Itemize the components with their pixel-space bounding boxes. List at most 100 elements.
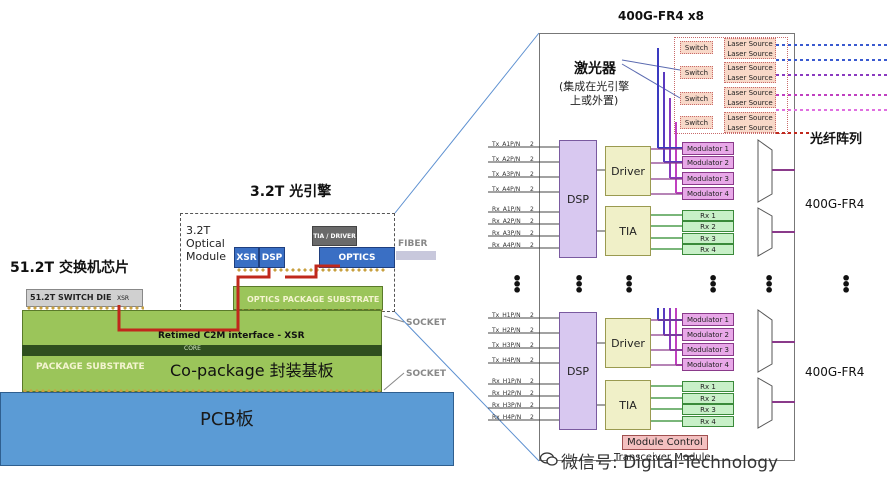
rx-2-lower: Rx 2 xyxy=(682,393,734,404)
modulator-2-upper: Modulator 2 xyxy=(682,156,734,169)
tx-a4-label: Tx_A4P/N xyxy=(492,186,521,193)
switch-die-label: 51.2T SWITCH DIE xyxy=(30,293,112,302)
wechat-icon xyxy=(540,452,558,466)
rx-h2-label: Rx_H2P/N xyxy=(492,390,522,397)
socket-bottom-label: SOCKET xyxy=(406,369,446,379)
rx-3-lower: Rx 3 xyxy=(682,404,734,415)
modulator-1-lower: Modulator 1 xyxy=(682,313,734,326)
bus-count: 2 xyxy=(530,206,534,213)
bus-count: 2 xyxy=(530,357,534,364)
pcb-label: PCB板 xyxy=(200,409,254,430)
bus-count: 2 xyxy=(530,342,534,349)
module-control-label: Module Control xyxy=(627,437,703,448)
fr4-x8-header: 400G-FR4 x8 xyxy=(618,9,704,23)
chip-xsr: XSR xyxy=(234,247,259,268)
ellipsis-dots: ••• xyxy=(708,269,719,300)
bus-count: 2 xyxy=(530,312,534,319)
tx-h2-label: Tx_H2P/N xyxy=(492,327,521,334)
rx-2-upper: Rx 2 xyxy=(682,221,734,232)
laser-source-box: Laser Source Laser Source xyxy=(724,87,776,108)
laser-source-box: Laser Source Laser Source xyxy=(724,38,776,59)
switch-box: Switch xyxy=(680,92,713,105)
core-layer xyxy=(22,345,382,356)
laser-note: (集成在光引擎 上或外置) xyxy=(559,80,630,107)
tx-a1-label: Tx_A1P/N xyxy=(492,141,521,148)
ellipsis-dots: ••• xyxy=(512,269,523,300)
rx-a4-label: Rx_A4P/N xyxy=(492,242,521,249)
modulator-4-lower: Modulator 4 xyxy=(682,358,734,371)
switch-bumps xyxy=(26,306,144,310)
switch-box: Switch xyxy=(680,41,713,54)
bus-count: 2 xyxy=(530,156,534,163)
modulator-4-upper: Modulator 4 xyxy=(682,187,734,200)
tx-a3-label: Tx_A3P/N xyxy=(492,171,521,178)
bus-count: 2 xyxy=(530,171,534,178)
bus-count: 2 xyxy=(530,218,534,225)
laser-source-region xyxy=(674,37,788,134)
tx-a2-label: Tx_A2P/N xyxy=(492,156,521,163)
watermark-text: 微信号: Digital-Technology xyxy=(561,453,779,473)
rx-h1-label: Rx_H1P/N xyxy=(492,378,522,385)
modulator-3-lower: Modulator 3 xyxy=(682,343,734,356)
chip-optics: OPTICS xyxy=(319,247,395,268)
tia-upper: TIA xyxy=(605,206,651,256)
switch-box: Switch xyxy=(680,66,713,79)
tx-h4-label: Tx_H4P/N xyxy=(492,357,521,364)
ellipsis-dots: ••• xyxy=(841,269,852,300)
optics-substrate-label: OPTICS PACKAGE SUBSTRATE xyxy=(247,295,380,304)
laser-source-box: Laser Source Laser Source xyxy=(724,112,776,133)
dsp-upper: DSP xyxy=(559,140,597,258)
bus-count: 2 xyxy=(530,186,534,193)
tx-h3-label: Tx_H3P/N xyxy=(492,342,521,349)
rx-a1-label: Rx_A1P/N xyxy=(492,206,521,213)
transceiver-module-label: Transceiver Module xyxy=(614,452,711,463)
switch-die-xsr-label: XSR xyxy=(117,295,130,302)
socket-top-label: SOCKET xyxy=(406,318,446,328)
c2m-interface-label: Retimed C2M interface - XSR xyxy=(158,331,305,341)
rx-1-lower: Rx 1 xyxy=(682,381,734,392)
bus-count: 2 xyxy=(530,390,534,397)
fr4-bottom-label: 400G-FR4 xyxy=(805,365,865,379)
rx-3-upper: Rx 3 xyxy=(682,233,734,244)
c2m-trace xyxy=(117,264,340,332)
socket-bumps xyxy=(22,389,382,393)
transceiver-panel xyxy=(539,33,795,461)
optics-bumps xyxy=(236,268,386,272)
core-label: CORE xyxy=(184,345,201,352)
fiber-strip xyxy=(396,251,436,260)
bus-count: 2 xyxy=(530,141,534,148)
module-control-box: Module Control xyxy=(622,435,708,450)
bus-count: 2 xyxy=(530,242,534,249)
rx-4-upper: Rx 4 xyxy=(682,244,734,255)
tx-h1-label: Tx_H1P/N xyxy=(492,312,521,319)
ellipsis-dots: ••• xyxy=(574,269,585,300)
modulator-2-lower: Modulator 2 xyxy=(682,328,734,341)
rx-a3-label: Rx_A3P/N xyxy=(492,230,521,237)
driver-lower: Driver xyxy=(605,318,651,368)
ellipsis-dots: ••• xyxy=(764,269,775,300)
fr4-top-label: 400G-FR4 xyxy=(805,197,865,211)
bus-count: 2 xyxy=(530,230,534,237)
pcb-board xyxy=(0,392,454,466)
switch-chip-title: 51.2T 交换机芯片 xyxy=(10,260,129,276)
fiber-label: FIBER xyxy=(398,239,428,249)
bus-count: 2 xyxy=(530,402,534,409)
rx-4-lower: Rx 4 xyxy=(682,416,734,427)
chip-dsp: DSP xyxy=(259,247,285,268)
ellipsis-dots: ••• xyxy=(624,269,635,300)
package-substrate-label: PACKAGE SUBSTRATE xyxy=(36,362,145,372)
optical-module-label: 3.2T Optical Module xyxy=(186,224,226,263)
rx-1-upper: Rx 1 xyxy=(682,210,734,221)
optical-engine-title: 3.2T 光引擎 xyxy=(250,184,332,200)
rx-a2-label: Rx_A2P/N xyxy=(492,218,521,225)
chip-tia-driver: TIA / DRIVER xyxy=(312,226,357,246)
laser-source-box: Laser Source Laser Source xyxy=(724,62,776,83)
socket-leaders xyxy=(383,315,405,391)
modulator-3-upper: Modulator 3 xyxy=(682,172,734,185)
bus-count: 2 xyxy=(530,378,534,385)
fiber-array-label: 光纤阵列 xyxy=(810,132,863,147)
driver-upper: Driver xyxy=(605,146,651,196)
rx-h3-label: Rx_H3P/N xyxy=(492,402,522,409)
